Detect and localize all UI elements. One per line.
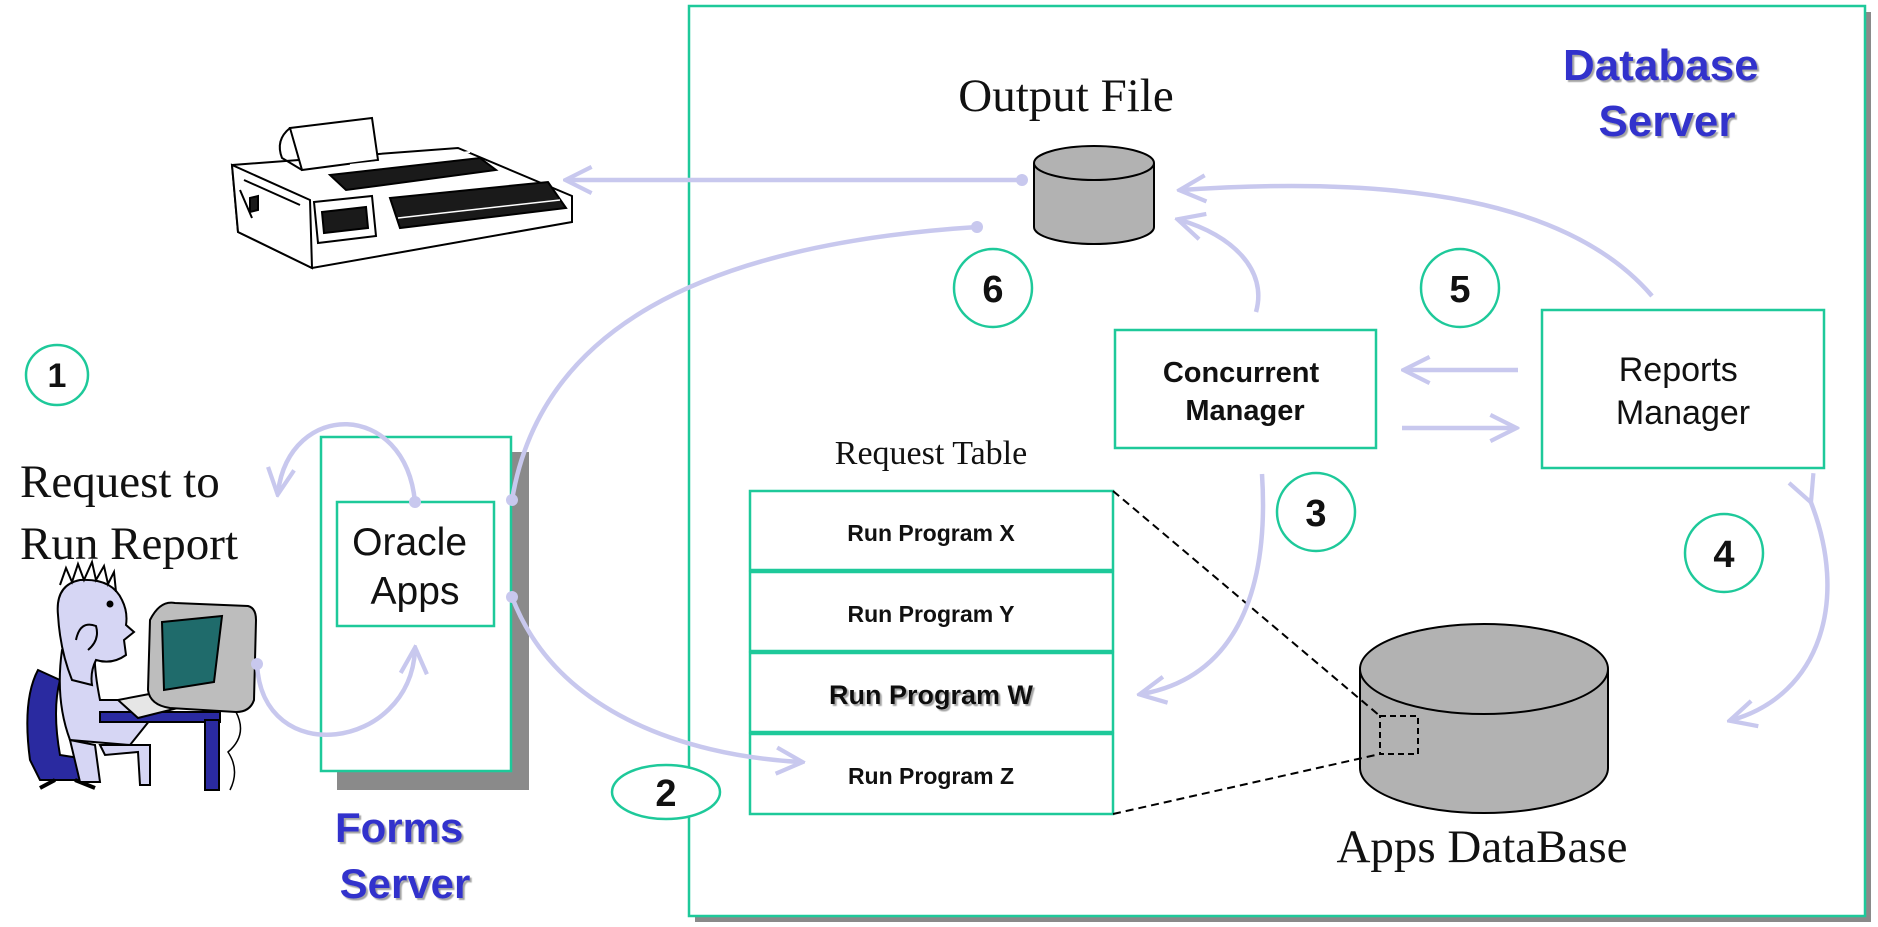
step-3-label: 3: [1305, 493, 1326, 535]
arrow-apps-to-request: [278, 422, 418, 503]
reports-manager-label: Reports Manager: [1616, 351, 1750, 432]
flow-arrow-endpoints: [251, 174, 1028, 670]
step-1-label: 1: [48, 357, 67, 395]
step-markers: 1 2 3 4 5 6: [24, 247, 1765, 821]
flow-arrows: [254, 180, 1830, 762]
arrow-rm-to-output: [1182, 186, 1654, 298]
step-5-marker: [1419, 247, 1501, 329]
table-row[interactable]: [748, 732, 1115, 816]
arrow-forms-to-output: [509, 224, 978, 501]
user-at-computer-illustration: [26, 558, 258, 791]
arrow-rm-to-database: [1732, 500, 1830, 720]
step-1-marker: [24, 343, 90, 407]
oracle-apps-label: Oracle Apps: [352, 521, 478, 613]
table-row[interactable]: [748, 570, 1115, 653]
step-6-marker: [952, 247, 1034, 329]
step-5-label: 5: [1449, 269, 1470, 311]
step-2-label: 2: [655, 773, 676, 815]
step-4-label: 4: [1713, 534, 1734, 576]
reports-manager-box[interactable]: [1540, 308, 1826, 470]
step-2-marker: [610, 763, 722, 821]
arrow-cm-to-request-table: [1142, 473, 1266, 694]
arrow-cm-to-output: [1180, 220, 1261, 313]
arrow-forms-to-request-table: [509, 596, 800, 762]
apps-database-cylinder: [1359, 623, 1609, 814]
request-to-run-report-label: Request to Run Report: [20, 456, 238, 570]
request-row-z-label: Run Program Z: [848, 763, 1014, 789]
request-row-y-label: Run Program Y: [848, 601, 1015, 627]
output-file-cylinder: [1033, 145, 1155, 245]
table-row[interactable]: [748, 651, 1115, 734]
output-file-label: Output File: [958, 70, 1173, 122]
selected-record-marker: [1379, 715, 1419, 755]
request-row-w-label: Run Program W: [829, 680, 1034, 710]
apps-database-label: Apps DataBase: [1336, 821, 1627, 873]
request-table-title: Request Table: [835, 435, 1027, 472]
concurrent-manager-box[interactable]: [1113, 328, 1378, 450]
table-row[interactable]: [748, 489, 1115, 572]
step-3-marker: [1275, 471, 1357, 553]
printer-illustration: [230, 116, 573, 270]
arrow-computer-to-apps: [254, 650, 415, 737]
step-6-label: 6: [982, 269, 1003, 311]
database-server-title: Database Server: [1563, 41, 1771, 146]
request-row-x-label: Run Program X: [847, 520, 1015, 546]
step-4-marker: [1683, 512, 1765, 594]
forms-server-title: Forms Server: [335, 804, 475, 907]
concurrent-manager-label: Concurrent Manager: [1163, 357, 1327, 427]
request-table: [748, 489, 1115, 816]
